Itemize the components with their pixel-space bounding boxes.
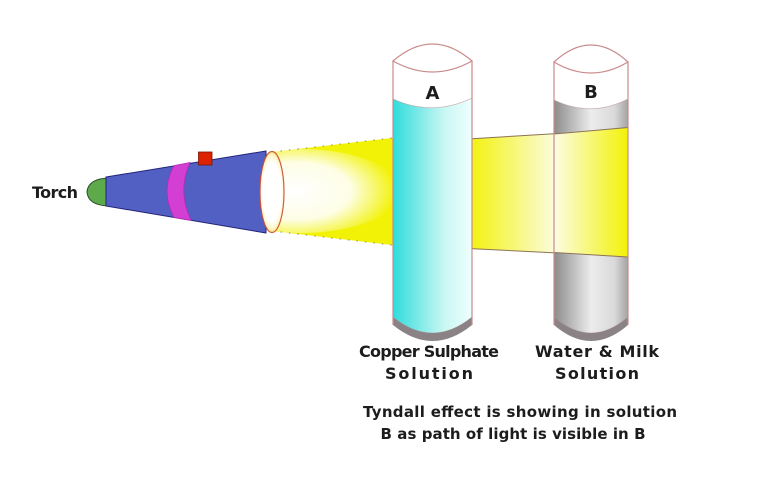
light-beam-segment-2 (467, 133, 559, 254)
note-line1: Tyndall effect is showing in solution (363, 403, 677, 421)
cylinder-b-letter: B (584, 82, 598, 103)
torch-lens (259, 150, 285, 234)
beam-3-top-edge (553, 127, 629, 135)
torch-end-cap (86, 177, 109, 207)
torch-switch-button (198, 151, 213, 166)
cylinder-b: B (552, 44, 630, 341)
cylinder-a-label-line2: Solution (385, 364, 473, 383)
torch-ring-band (166, 161, 192, 221)
cylinder-a-letter: A (426, 83, 440, 104)
beam-3-bottom-edge (553, 252, 629, 258)
light-beam-inside-b (553, 127, 629, 258)
cylinder-a-label-line1: Copper Sulphate (359, 342, 499, 361)
cylinder-b-side-edges (553, 62, 629, 325)
torch-body (105, 150, 267, 234)
beam-1-glow (272, 149, 400, 233)
cylinder-b-label-line1: Water & Milk (535, 342, 659, 361)
beam-2-bottom-edge (467, 248, 559, 254)
cylinder-a-liquid (392, 97, 473, 334)
beam-3-body (554, 127, 628, 257)
beam-2-top-edge (467, 133, 559, 140)
cylinder-b-bottom-cap (554, 317, 628, 341)
cylinder-a-bottom-cap (393, 317, 472, 341)
cylinder-b-label-line2: Solution (555, 364, 639, 383)
note-line2: B as path of light is visible in B (381, 425, 646, 443)
beam-2-body (468, 133, 558, 253)
torch-label: Torch (32, 183, 78, 202)
cylinder-a-side-edges (392, 61, 473, 325)
cylinder-a: A (391, 43, 474, 341)
torch-graphic (86, 150, 285, 234)
light-beam-segment-1 (271, 136, 401, 247)
